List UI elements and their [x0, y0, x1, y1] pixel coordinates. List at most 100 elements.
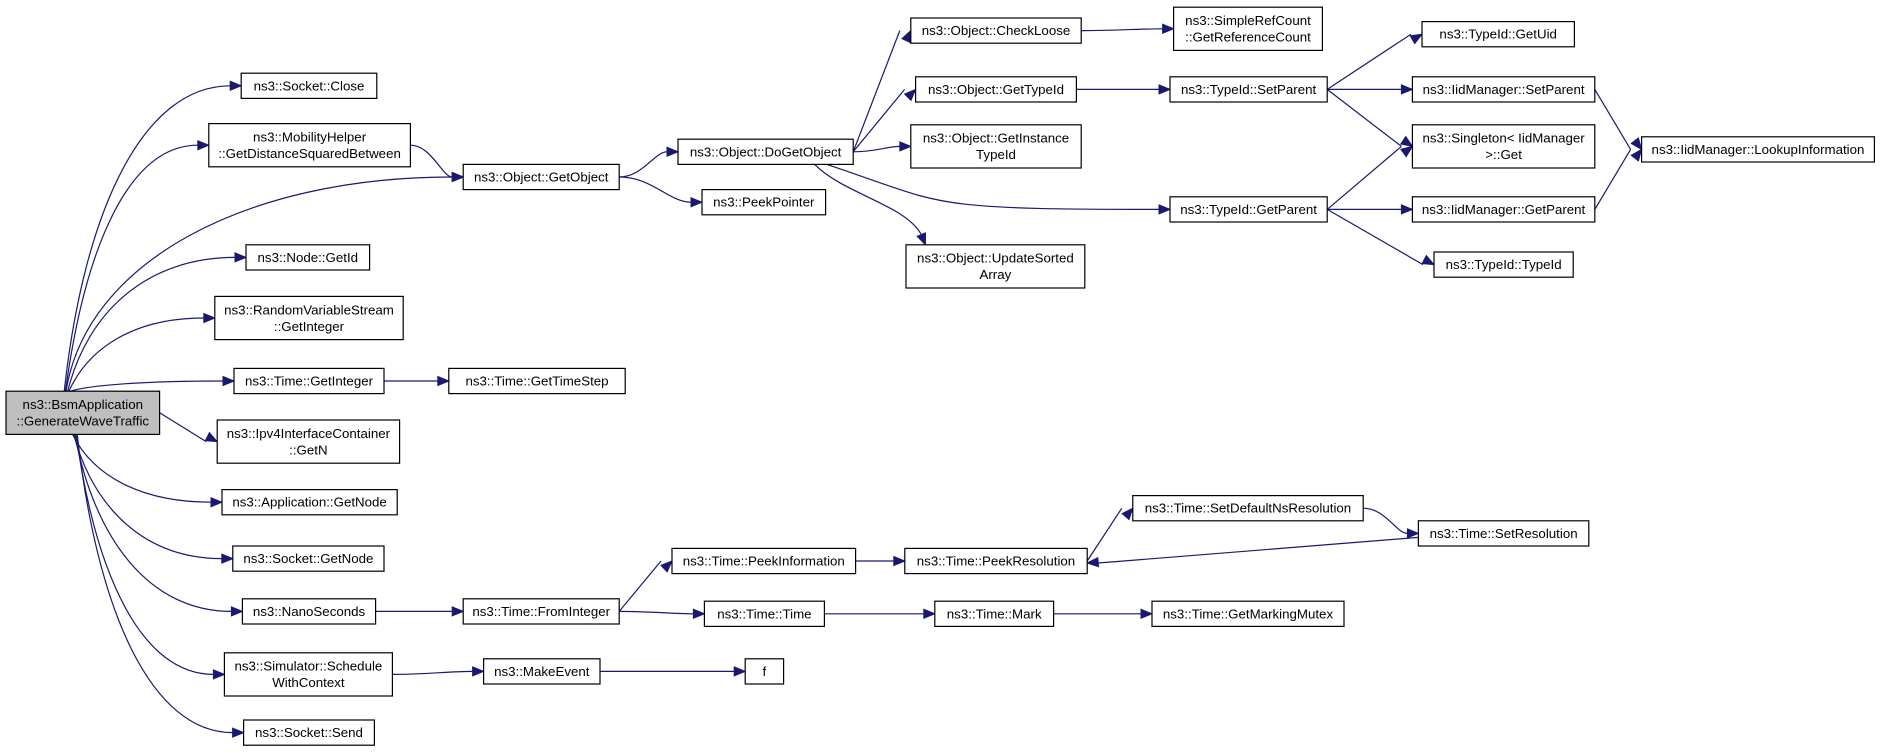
node-box [744, 658, 785, 685]
node-mob[interactable]: ns3::MobilityHelper::GetDistanceSquaredB… [208, 122, 412, 168]
edge-line [814, 163, 922, 236]
node-f[interactable]: f [744, 658, 785, 685]
edge-arrowhead [212, 669, 226, 680]
edge-tid_setparent-to-iid_setparent [1327, 84, 1414, 95]
edge-line [74, 434, 232, 612]
node-time-time[interactable]: ns3::Time::Time [703, 600, 826, 628]
node-getobj[interactable]: ns3::Object::GetObject [462, 163, 620, 191]
node-peekinfo[interactable]: ns3::Time::PeekInformation [671, 547, 857, 575]
edge-line [64, 144, 198, 392]
node-box [1640, 136, 1875, 163]
edge-line [1363, 507, 1408, 534]
node-label: ns3::SimpleRefCount [1185, 13, 1311, 28]
edge-arrowhead [690, 196, 704, 208]
node-refcount[interactable]: ns3::SimpleRefCount::GetReferenceCount [1172, 6, 1323, 52]
node-tid-getparent[interactable]: ns3::TypeId::GetParent [1169, 196, 1328, 223]
node-root[interactable]: ns3::BsmApplication::GenerateWaveTraffic [5, 390, 161, 436]
edge-line [1594, 149, 1632, 210]
node-dogetobj[interactable]: ns3::Object::DoGetObject [677, 138, 854, 165]
edge-arrowhead [666, 146, 680, 158]
edge-gettypeid-to-tid_setparent [1076, 84, 1172, 95]
node-label: ns3::Time::PeekInformation [683, 554, 845, 569]
edge-arrowhead [1409, 33, 1424, 45]
node-box [208, 122, 412, 168]
node-tid-setparent[interactable]: ns3::TypeId::SetParent [1169, 76, 1328, 103]
node-nano[interactable]: ns3::NanoSeconds [241, 598, 377, 625]
node-time-getint[interactable]: ns3::Time::GetInteger [233, 367, 385, 395]
edge-arrowhead [1085, 556, 1100, 568]
edge-arrowhead [451, 606, 465, 617]
edge-root-to-time_getint [69, 375, 236, 392]
node-label: ns3::Object::GetObject [474, 170, 609, 185]
edge-dogetobj-to-tid_getparent [826, 163, 1172, 215]
node-time-step[interactable]: ns3::Time::GetTimeStep [448, 367, 626, 395]
edge-line [826, 163, 1160, 210]
node-gettypeid[interactable]: ns3::Object::GetTypeId [914, 76, 1077, 103]
node-sock-getnode[interactable]: ns3::Socket::GetNode [232, 545, 385, 572]
node-box [483, 658, 601, 685]
node-iid-setparent[interactable]: ns3::IidManager::SetParent [1411, 76, 1596, 103]
edge-setres-to-peekres [1085, 536, 1419, 568]
edge-arrowhead [1121, 507, 1134, 521]
node-label: ns3::Time::FromInteger [472, 604, 610, 619]
node-label: ns3::TypeId::SetParent [1181, 82, 1317, 97]
node-mark[interactable]: ns3::Time::Mark [934, 600, 1055, 628]
node-box [677, 138, 854, 165]
edge-arrowhead [203, 312, 217, 324]
node-peekres[interactable]: ns3::Time::PeekResolution [904, 547, 1088, 575]
node-label: ns3::MobilityHelper [253, 129, 367, 144]
node-peekptr[interactable]: ns3::PeekPointer [701, 189, 827, 216]
edge-arrowhead [1162, 23, 1175, 35]
edge-line [853, 145, 900, 153]
edge-root-to-mob [64, 139, 211, 392]
edge-line [65, 176, 453, 392]
node-setres[interactable]: ns3::Time::SetResolution [1417, 520, 1590, 547]
edge-setdefres-to-setres [1363, 507, 1420, 539]
node-label: ::GetReferenceCount [1185, 30, 1311, 45]
node-lookup[interactable]: ns3::IidManager::LookupInformation [1640, 136, 1875, 163]
node-rvs[interactable]: ns3::RandomVariableStream::GetInteger [214, 295, 404, 341]
node-label: ns3::Object::GetTypeId [928, 82, 1064, 97]
edge-line [619, 610, 694, 615]
node-label: ns3::IidManager::LookupInformation [1652, 142, 1865, 157]
node-label: TypeId [976, 147, 1016, 162]
edge-nano-to-fromint [375, 606, 465, 617]
node-label: ns3::PeekPointer [713, 195, 815, 210]
node-iid-getparent[interactable]: ns3::IidManager::GetParent [1411, 196, 1596, 223]
node-label: ns3::BsmApplication [23, 397, 143, 412]
edge-line [76, 434, 233, 734]
node-setdefres[interactable]: ns3::Time::SetDefaultNsResolution [1132, 495, 1364, 522]
node-ipv4[interactable]: ns3::Ipv4InterfaceContainer::GetN [216, 419, 401, 464]
node-sock-send[interactable]: ns3::Socket::Send [243, 719, 376, 746]
node-checkloose[interactable]: ns3::Object::CheckLoose [910, 17, 1082, 44]
node-app-getnode[interactable]: ns3::Application::GetNode [221, 489, 398, 516]
edge-line [72, 434, 212, 503]
node-box [241, 598, 377, 625]
node-singleton[interactable]: ns3::Singleton< IidManager >::Get [1411, 124, 1596, 169]
node-tid-getuid[interactable]: ns3::TypeId::GetUid [1421, 21, 1575, 48]
edge-line [1081, 28, 1163, 32]
node-label: ns3::Time::SetDefaultNsResolution [1145, 501, 1351, 516]
node-fromint[interactable]: ns3::Time::FromInteger [462, 598, 620, 625]
edge-arrowhead [472, 666, 485, 677]
edge-tid_getparent-to-iid_getparent [1327, 204, 1414, 215]
node-sock-close[interactable]: ns3::Socket::Close [240, 72, 378, 99]
node-label: f [763, 664, 767, 679]
edge-line [852, 89, 906, 153]
node-mutex[interactable]: ns3::Time::GetMarkingMutex [1151, 600, 1345, 628]
node-box [1151, 600, 1345, 628]
node-box [703, 600, 826, 628]
node-box [1411, 76, 1596, 103]
node-label: ns3::Socket::Send [255, 725, 363, 740]
node-makeevent[interactable]: ns3::MakeEvent [483, 658, 601, 685]
node-tid-typeid[interactable]: ns3::TypeId::TypeId [1433, 251, 1574, 278]
node-box [1417, 520, 1590, 547]
edge-arrowhead [1158, 204, 1172, 215]
node-label: ns3::Object::DoGetObject [690, 144, 842, 159]
node-box [1433, 251, 1574, 278]
node-node-getid[interactable]: ns3::Node::GetId [245, 244, 371, 271]
